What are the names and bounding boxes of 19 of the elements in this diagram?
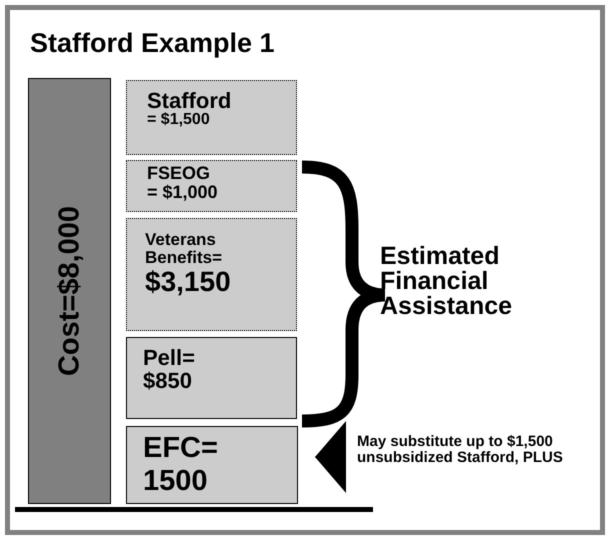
cost-bar (28, 78, 111, 504)
amount-label: $3,150 (145, 266, 232, 296)
amount-box (126, 218, 297, 331)
title: Stafford Example 1 (30, 28, 275, 59)
bracket-label: Estimated Financial Assistance (380, 244, 514, 319)
amount-box (126, 80, 297, 155)
amount-box (126, 426, 298, 504)
amount-label: Pell= $850 (143, 346, 196, 392)
amount-box (126, 160, 297, 212)
amount-label: EFC= 1500 (143, 432, 219, 499)
amount-label: Veterans Benefits= (145, 231, 223, 267)
amount-label: = $1,000 (147, 182, 219, 202)
amount-label: FSEOG (147, 164, 212, 183)
amount-label: = $1,500 (147, 112, 211, 129)
amount-label: Stafford (147, 89, 232, 112)
amount-box (126, 337, 297, 419)
cost-label: Cost=$8,000 (53, 206, 86, 376)
note-text-line: May substitute up to $1,500 unsubsidized Stafford, PLUS (357, 434, 564, 466)
pointer-arrow (314, 421, 346, 493)
